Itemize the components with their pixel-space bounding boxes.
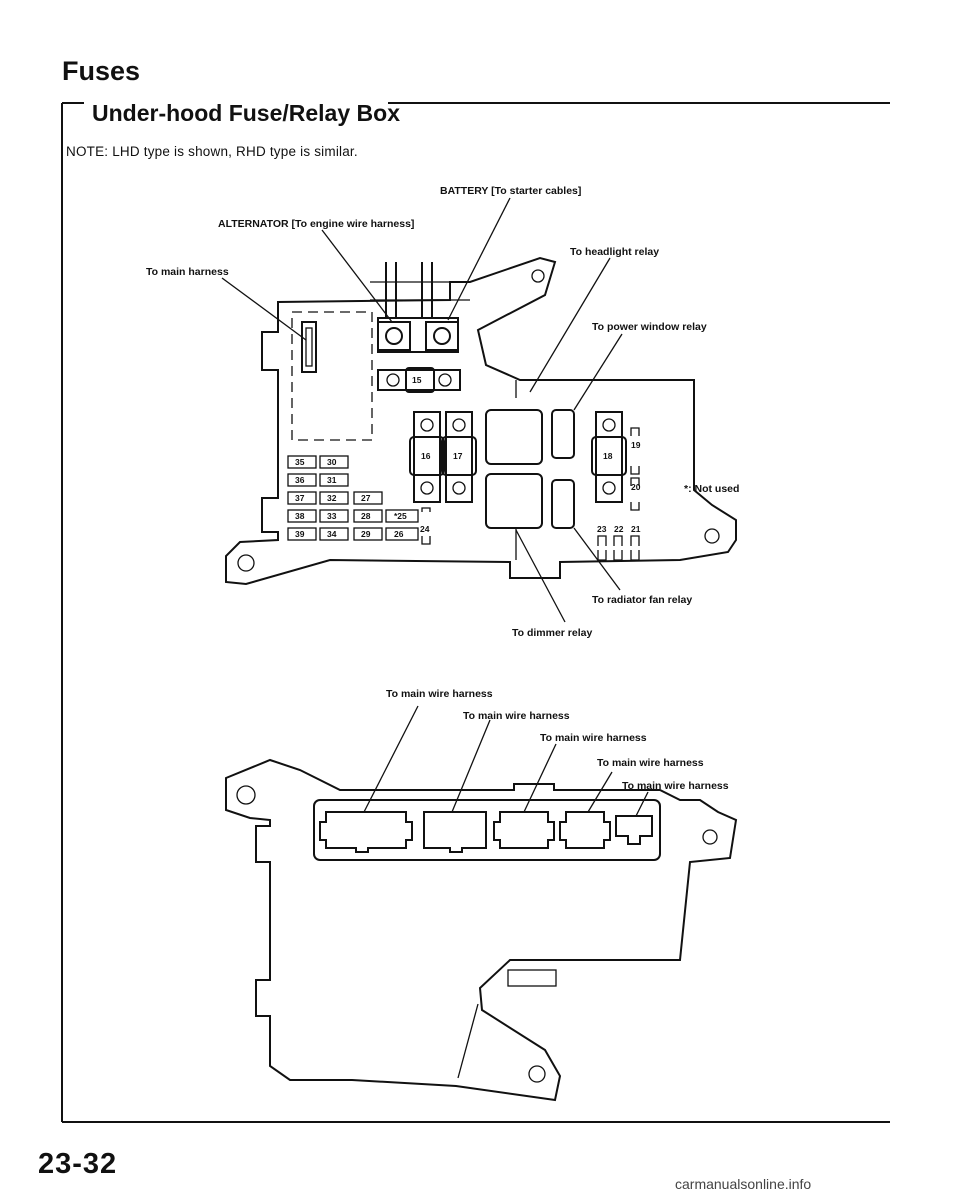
fuse-37-label: 37	[295, 493, 305, 503]
fuse-26-label: 26	[394, 529, 404, 539]
main-wire-harness-callout-3: To main wire harness	[540, 732, 647, 744]
small-fuse-grid	[287, 455, 431, 545]
section-title: Fuses	[62, 56, 141, 86]
page-frame	[61, 102, 890, 1123]
main-wire-harness-callout-1: To main wire harness	[386, 688, 493, 700]
battery-callout: BATTERY [To starter cables]	[440, 185, 581, 197]
bottom-fuse-box: To main wire harness To main wire harnes…	[225, 688, 738, 1102]
top-fuse-box: 15 16 17 18 19 20 21 22 23 24 *25 26 27 …	[146, 185, 739, 639]
watermark: carmanualsonline.info	[675, 1176, 812, 1192]
fuse-30-label: 30	[327, 457, 337, 467]
page-number: 23-32	[38, 1148, 118, 1180]
fuse-36-label: 36	[295, 475, 305, 485]
fuse-18-label: 18	[603, 451, 613, 461]
note-text: NOTE: LHD type is shown, RHD type is sim…	[66, 144, 358, 159]
fuse-28-label: 28	[361, 511, 371, 521]
fuse-24-label: 24	[420, 524, 430, 534]
fuse-23-label: 23	[597, 524, 607, 534]
fuse-20-label: 20	[631, 482, 641, 492]
power-window-relay-callout: To power window relay	[592, 321, 707, 333]
fuse-22-label: 22	[614, 524, 624, 534]
radiator-fan-relay-callout: To radiator fan relay	[592, 594, 692, 606]
fuse-32-label: 32	[327, 493, 337, 503]
fuse-29-label: 29	[361, 529, 371, 539]
fuse-25-label: *25	[394, 511, 407, 521]
fuse-34-label: 34	[327, 529, 337, 539]
fuse-21-label: 21	[631, 524, 641, 534]
fuse-17-label: 17	[453, 451, 463, 461]
main-wire-harness-callout-2: To main wire harness	[463, 710, 570, 722]
headlight-relay-callout: To headlight relay	[570, 246, 659, 258]
alternator-callout: ALTERNATOR [To engine wire harness]	[218, 218, 414, 230]
fuse-27-label: 27	[361, 493, 371, 503]
fuse-38-label: 38	[295, 511, 305, 521]
dimmer-relay-callout: To dimmer relay	[512, 627, 592, 639]
main-wire-harness-callout-4: To main wire harness	[597, 757, 704, 769]
fuse-35-label: 35	[295, 457, 305, 467]
main-wire-harness-callout-5: To main wire harness	[622, 780, 729, 792]
fuse-31-label: 31	[327, 475, 337, 485]
fuse-16-label: 16	[421, 451, 431, 461]
not-used-note: *: Not used	[684, 483, 739, 495]
subsection-title: Under-hood Fuse/Relay Box	[92, 100, 400, 126]
fuse-33-label: 33	[327, 511, 337, 521]
fuse-39-label: 39	[295, 529, 305, 539]
fuse-19-label: 19	[631, 440, 641, 450]
fuse-15-label: 15	[412, 375, 422, 385]
main-harness-callout: To main harness	[146, 266, 229, 278]
